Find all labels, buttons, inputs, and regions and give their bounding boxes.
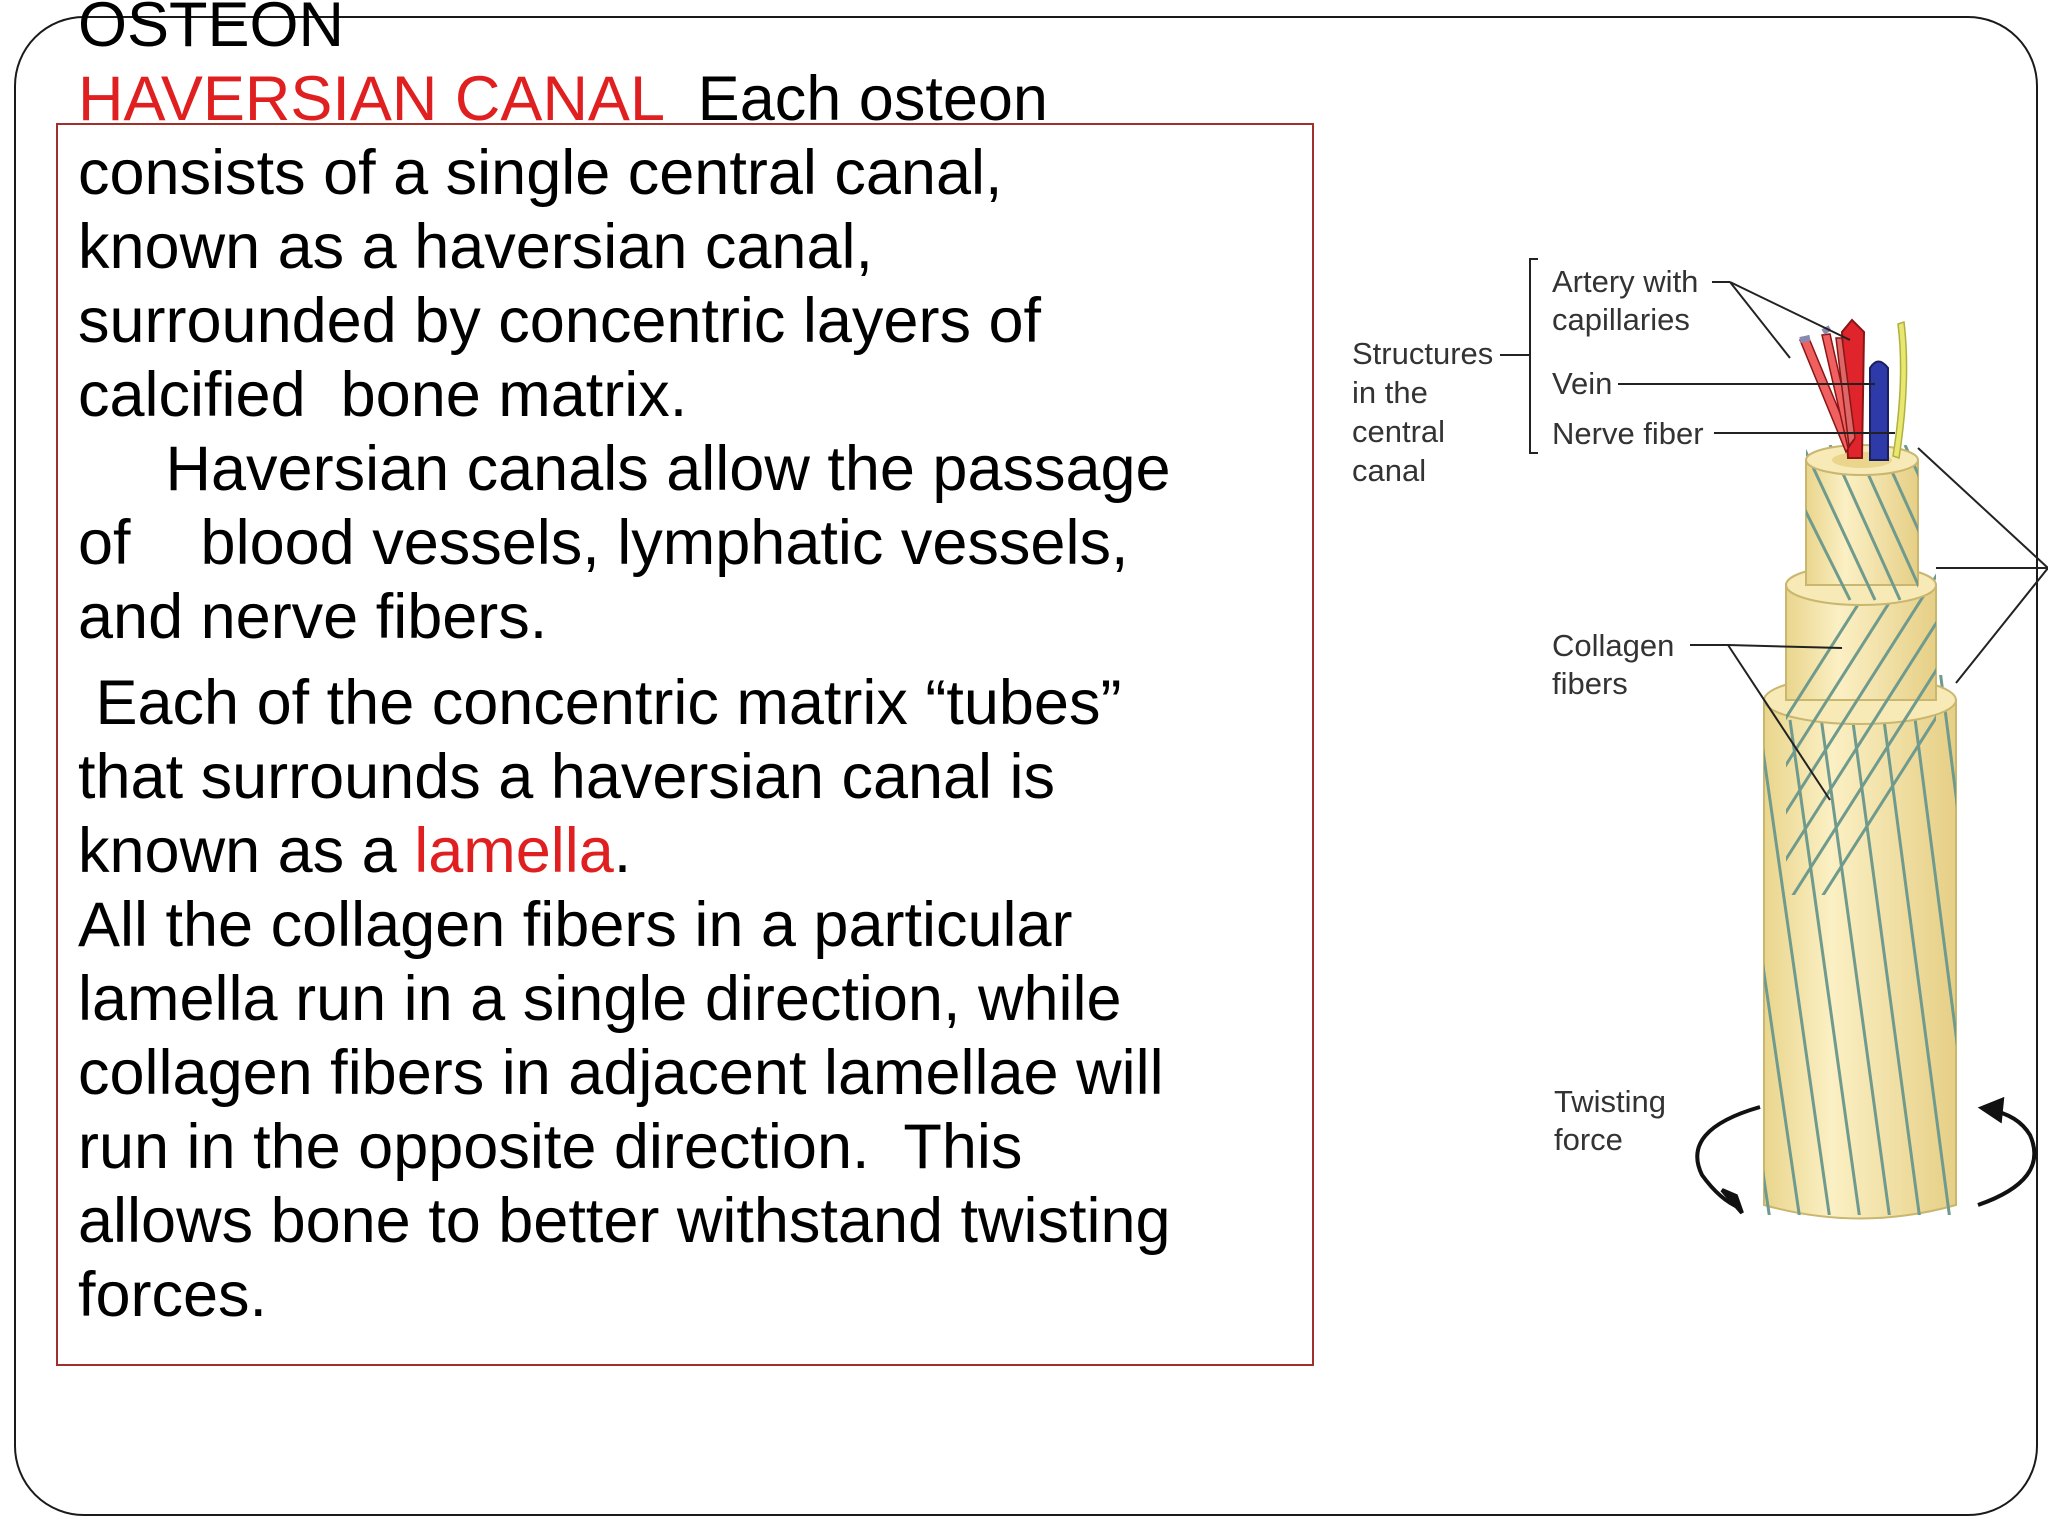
body-line: forces. (78, 1258, 1358, 1332)
osteon-diagram: Structures in the central canal Artery w… (1352, 258, 2048, 1220)
text-run: forces. (78, 1260, 268, 1330)
outer-lamella (1763, 675, 1957, 1220)
body-line: surrounded by concentric layers of (78, 284, 1358, 358)
body-line: lamella run in a single direction, while (78, 962, 1358, 1036)
body-line: of blood vessels, lymphatic vessels, (78, 506, 1358, 580)
text-run: lamella run in a single direction, while (78, 964, 1122, 1034)
body-line: known as a lamella. (78, 814, 1358, 888)
artery (1799, 318, 1866, 459)
text-run: All the collagen fibers in a particular (78, 890, 1073, 960)
vein-label: Vein (1552, 366, 1612, 401)
collagen-lines-middle (1786, 569, 1936, 895)
body-line: that surrounds a haversian canal is (78, 740, 1358, 814)
body-line: Haversian canals allow the passage (78, 432, 1358, 506)
body-line: and nerve fibers. (78, 580, 1358, 654)
osteon-figure: Structures in the central canal Artery w… (1330, 220, 2048, 1270)
text-run: known as a haversian canal, (78, 212, 873, 282)
text-run: known as a (78, 816, 415, 886)
slide-title: OSTEON (78, 0, 345, 60)
text-run: consists of a single central canal, (78, 138, 1003, 208)
text-run: calcified bone matrix. (78, 360, 688, 430)
collagen-lines-outer (1764, 675, 1956, 1215)
text-run: Haversian canals allow the passage (78, 434, 1171, 504)
text-run: Each osteon (662, 64, 1048, 134)
nerve-fiber (1892, 320, 1908, 459)
structures-label: Structures in the central canal (1352, 336, 1502, 488)
text-run: allows bone to better withstand twisting (78, 1186, 1171, 1256)
slide-frame (14, 16, 2038, 1516)
body-line: allows bone to better withstand twisting (78, 1184, 1358, 1258)
text-run: of blood vessels, lymphatic vessels, (78, 508, 1129, 578)
body-line: known as a haversian canal, (78, 210, 1358, 284)
text-run: Each of the concentric matrix “tubes” (78, 668, 1122, 738)
text-run: that surrounds a haversian canal is (78, 742, 1056, 812)
body-line: HAVERSIAN CANAL Each osteon (78, 62, 1358, 136)
text-box-border (56, 123, 1314, 1366)
lamella-term: lamella (414, 816, 614, 886)
nerve-fiber-label: Nerve fiber (1552, 416, 1704, 451)
text-run: . (613, 816, 632, 886)
vein (1869, 360, 1889, 461)
artery-label: Artery with capillaries (1552, 264, 1707, 337)
inner-lamella (1805, 444, 1919, 601)
collagen-fibers-label: Collagen fibers (1552, 628, 1683, 701)
twisting-force-label: Twisting force (1554, 1084, 1675, 1157)
body-line: collagen fibers in adjacent lamellae wil… (78, 1036, 1358, 1110)
text-run: surrounded by concentric layers of (78, 286, 1041, 356)
twisting-arrows (1695, 1096, 2037, 1215)
text-run: run in the opposite direction. This (78, 1112, 1023, 1182)
text-run: collagen fibers in adjacent lamellae wil… (78, 1038, 1164, 1108)
body-line: consists of a single central canal, (78, 136, 1358, 210)
leader-lines (1500, 258, 2048, 801)
body-line: All the collagen fibers in a particular (78, 888, 1358, 962)
body-line: run in the opposite direction. This (78, 1110, 1358, 1184)
body-line: calcified bone matrix. (78, 358, 1358, 432)
text-run: and nerve fibers. (78, 582, 548, 652)
body-line: Each of the concentric matrix “tubes” (78, 666, 1358, 740)
haversian-canal-heading: HAVERSIAN CANAL (78, 64, 663, 134)
